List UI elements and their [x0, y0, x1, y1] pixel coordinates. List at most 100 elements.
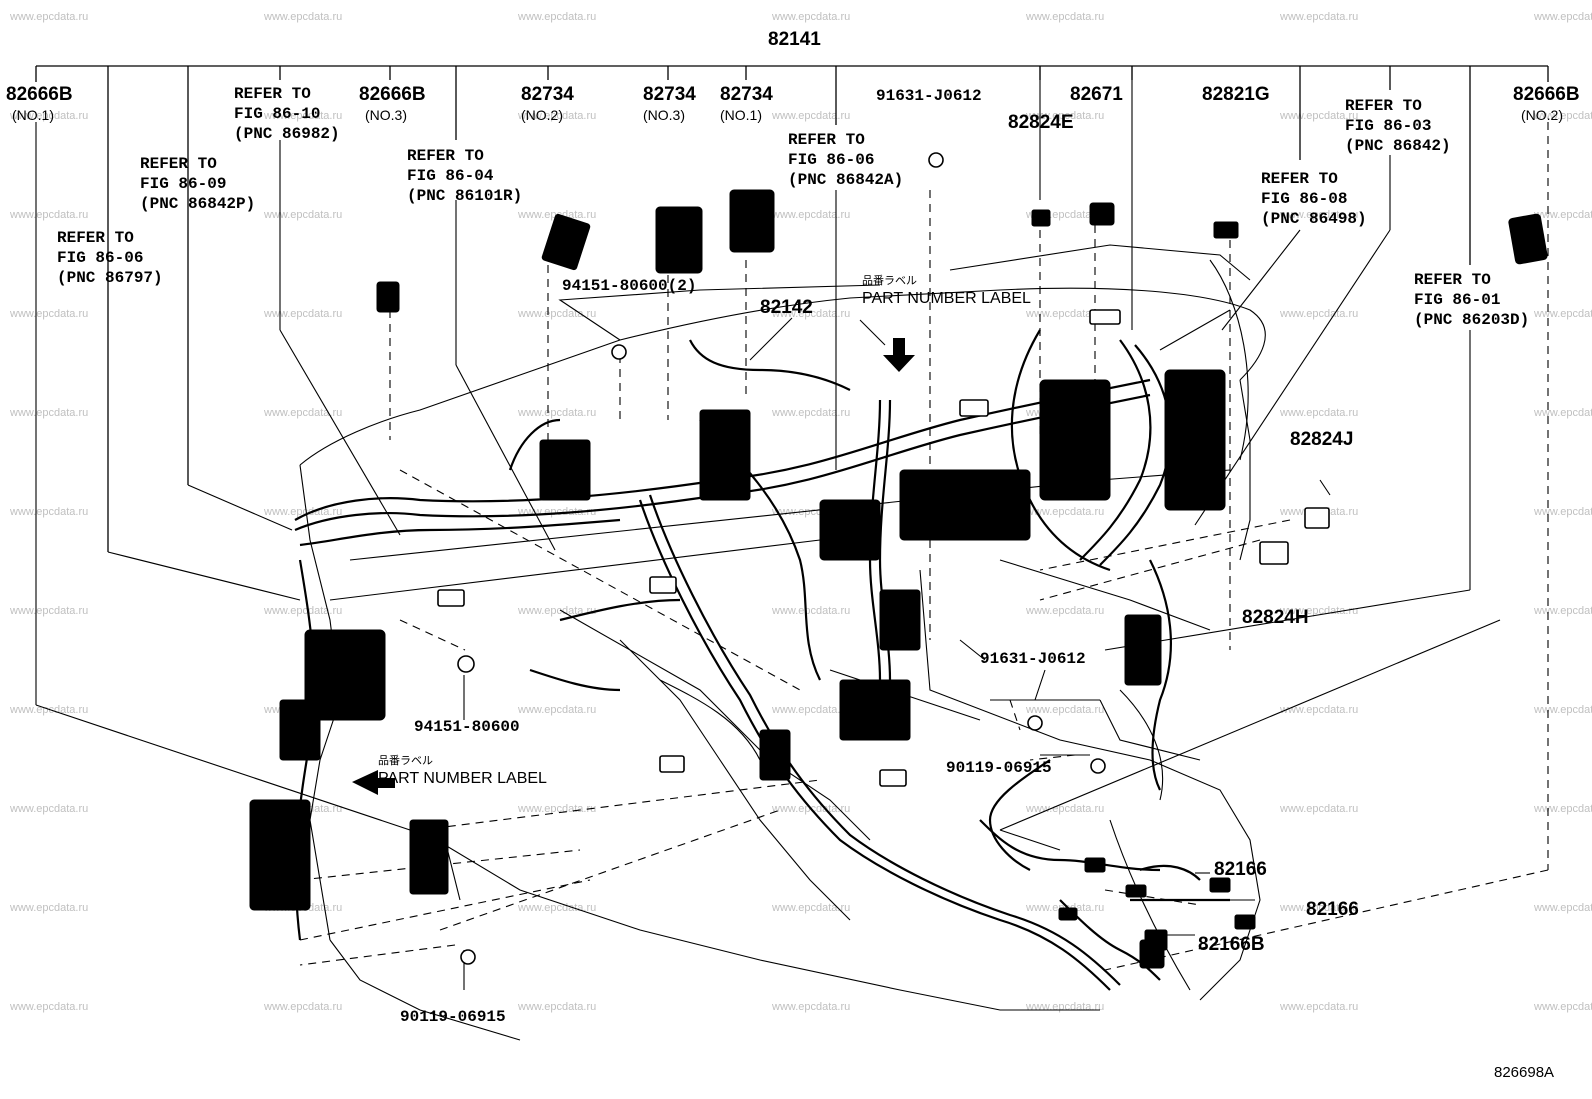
reference-line: REFER TO: [234, 85, 311, 103]
watermark-text: www.epcdata.ru: [263, 308, 342, 320]
watermark-text: www.epcdata.ru: [1533, 11, 1592, 23]
watermark-text: www.epcdata.ru: [1533, 902, 1592, 914]
reference-line: FIG 86-01: [1414, 291, 1501, 309]
reference-line: (PNC 86842P): [140, 195, 256, 213]
reference-line: FIG 86-09: [140, 175, 227, 193]
watermark-text: www.epcdata.ru: [263, 1001, 342, 1013]
part-number: 82734: [521, 84, 574, 105]
watermark-text: www.epcdata.ru: [1279, 209, 1358, 221]
watermark-text: www.epcdata.ru: [1279, 605, 1358, 617]
reference-line: FIG 86-10: [234, 105, 321, 123]
part-82824e: 82824E: [1008, 112, 1074, 133]
watermark-text: www.epcdata.ru: [1279, 11, 1358, 23]
reference-line: REFER TO: [1261, 170, 1338, 188]
part-82141: 82141: [768, 29, 821, 50]
arrows: [352, 338, 915, 795]
part-90119-06915-mid: 90119-06915: [946, 759, 1052, 777]
reference-line: FIG 86-08: [1261, 190, 1348, 208]
watermark-text: www.epcdata.ru: [517, 110, 596, 122]
watermark-text: www.epcdata.ru: [9, 209, 88, 221]
part-qualifier: (NO.2): [1521, 107, 1563, 123]
watermark-text: www.epcdata.ru: [517, 407, 596, 419]
reference-fig-86-08: REFER TO FIG 86-08 (PNC 86498): [1261, 169, 1367, 229]
reference-line: (PNC 86842): [1345, 137, 1451, 155]
watermark-text: www.epcdata.ru: [9, 11, 88, 23]
watermark-text: www.epcdata.ru: [1025, 803, 1104, 815]
part-82166b: 82166B: [1198, 934, 1265, 955]
part-91631-j0612-mid: 91631-J0612: [980, 650, 1086, 668]
connectors: [249, 189, 1548, 969]
reference-line: (PNC 86101R): [407, 187, 523, 205]
part-82734-no2: 82734 (NO.2): [521, 85, 574, 125]
watermark-text: www.epcdata.ru: [517, 308, 596, 320]
leader-lines: [35, 66, 1501, 990]
watermark-text: www.epcdata.ru: [517, 1001, 596, 1013]
part-82666b-no2: 82666B (NO.2): [1513, 85, 1580, 125]
reference-fig-86-06-mid: REFER TO FIG 86-06 (PNC 86842A): [788, 130, 903, 190]
watermark-text: www.epcdata.ru: [9, 704, 88, 716]
part-number-label-en: PART NUMBER LABEL: [378, 770, 547, 787]
part-82824j: 82824J: [1290, 429, 1354, 450]
watermark-text: www.epcdata.ru: [771, 11, 850, 23]
part-number-label-left: 品番ラベル PART NUMBER LABEL: [378, 752, 547, 788]
watermark-text: www.epcdata.ru: [771, 407, 850, 419]
watermark-text: www.epcdata.ru: [771, 1001, 850, 1013]
watermark-text: www.epcdata.ru: [1279, 407, 1358, 419]
watermark-text: www.epcdata.ru: [263, 110, 342, 122]
small-connectors: [437, 152, 1330, 965]
reference-line: (PNC 86797): [57, 269, 163, 287]
watermark-text: www.epcdata.ru: [517, 605, 596, 617]
part-94151-80600: 94151-80600: [414, 718, 520, 736]
watermark-text: www.epcdata.ru: [1025, 308, 1104, 320]
watermark-text: www.epcdata.ru: [1533, 704, 1592, 716]
diagram-code: 826698A: [1494, 1064, 1555, 1081]
watermark-text: www.epcdata.ru: [1279, 308, 1358, 320]
watermark-text: www.epcdata.ru: [1279, 704, 1358, 716]
watermark-text: www.epcdata.ru: [1279, 902, 1358, 914]
part-90119-06915-bottom: 90119-06915: [400, 1008, 506, 1026]
watermark-text: www.epcdata.ru: [9, 902, 88, 914]
reference-line: (PNC 86842A): [788, 171, 904, 189]
watermark-text: www.epcdata.ru: [517, 803, 596, 815]
part-number: 82666B: [6, 84, 73, 105]
part-82824h: 82824H: [1242, 607, 1309, 628]
part-number: 82734: [720, 84, 773, 105]
part-qualifier: (NO.1): [12, 107, 54, 123]
part-94151-80600-2: 94151-80600(2): [562, 277, 697, 295]
watermark-text: www.epcdata.ru: [263, 209, 342, 221]
watermark-text: www.epcdata.ru: [9, 110, 88, 122]
watermark-text: www.epcdata.ru: [517, 704, 596, 716]
watermark-text: www.epcdata.ru: [1533, 803, 1592, 815]
watermark-text: www.epcdata.ru: [263, 605, 342, 617]
part-number: 82666B: [359, 84, 426, 105]
watermark-text: www.epcdata.ru: [1025, 605, 1104, 617]
part-82734-no3: 82734 (NO.3): [643, 85, 696, 125]
reference-line: REFER TO: [57, 229, 134, 247]
dashboard-outline: [299, 244, 1266, 1041]
watermark-text: www.epcdata.ru: [771, 902, 850, 914]
part-82166-a: 82166: [1214, 859, 1267, 880]
watermark-text: www.epcdata.ru: [263, 407, 342, 419]
watermark-text: www.epcdata.ru: [1025, 506, 1104, 518]
watermark-text: www.epcdata.ru: [1279, 110, 1358, 122]
harness-wires: [294, 329, 1230, 991]
part-qualifier: (NO.2): [521, 107, 563, 123]
reference-line: REFER TO: [407, 147, 484, 165]
watermark-text: www.epcdata.ru: [9, 1001, 88, 1013]
reference-fig-86-06-left: REFER TO FIG 86-06 (PNC 86797): [57, 228, 163, 288]
part-number-label-en: PART NUMBER LABEL: [862, 290, 1031, 307]
part-82142: 82142: [760, 297, 813, 318]
watermark-text: www.epcdata.ru: [9, 506, 88, 518]
watermark-text: www.epcdata.ru: [771, 209, 850, 221]
part-number-label-top: 品番ラベル PART NUMBER LABEL: [862, 272, 1031, 308]
reference-line: FIG 86-06: [788, 151, 875, 169]
part-82166-b: 82166: [1306, 899, 1359, 920]
watermark-text: www.epcdata.ru: [1025, 704, 1104, 716]
watermark-text: www.epcdata.ru: [1533, 1001, 1592, 1013]
watermark-text: www.epcdata.ru: [771, 605, 850, 617]
part-number-label-jp: 品番ラベル: [378, 754, 433, 767]
watermark-text: www.epcdata.ru: [9, 803, 88, 815]
watermark-text: www.epcdata.ru: [9, 605, 88, 617]
dashed-leaders: [299, 122, 1549, 971]
